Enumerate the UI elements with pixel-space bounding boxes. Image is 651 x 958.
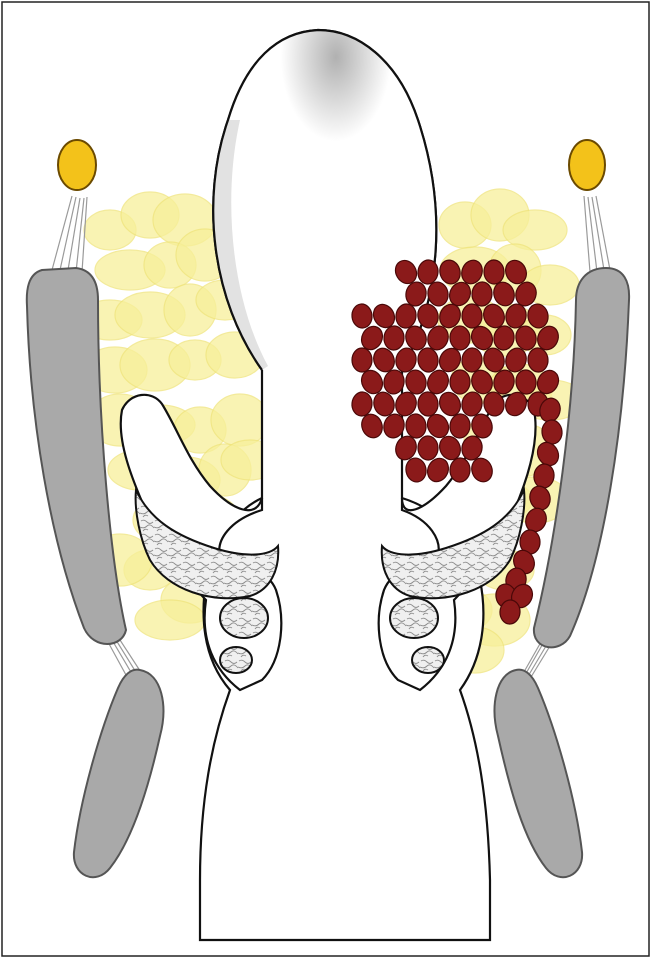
tumor-nodule <box>462 304 482 328</box>
tumor-nodule <box>484 260 505 285</box>
nodule-left <box>58 140 96 190</box>
fat-lobule <box>211 394 269 446</box>
tumor-nodule <box>418 436 439 461</box>
fibrous-oval-left-2 <box>220 647 252 673</box>
tumor-nodule <box>449 457 470 482</box>
fibrous-oval-left-1 <box>220 598 268 638</box>
fibrous-oval-right-2 <box>412 647 444 673</box>
nodule-right <box>569 140 605 190</box>
tumor-nodule <box>417 391 438 416</box>
tumor-nodule <box>471 281 492 306</box>
tumor-nodule <box>450 370 470 394</box>
fibrous-oval-right-1 <box>390 598 438 638</box>
tumor-nodule <box>352 348 372 372</box>
fat-lobule <box>135 600 205 640</box>
